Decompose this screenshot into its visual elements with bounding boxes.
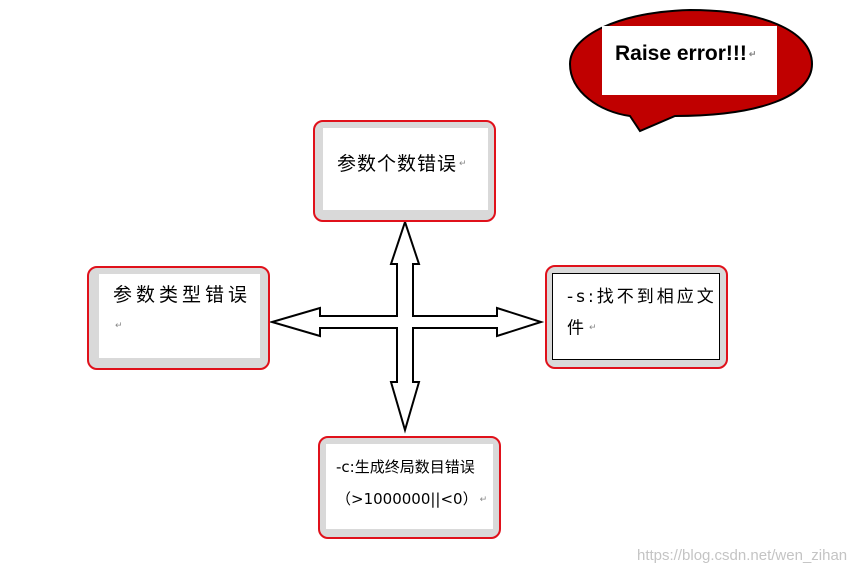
node-endgame-count-error: -c:生成终局数目错误（>1000000||<0）↵ (318, 436, 501, 539)
paragraph-mark-icon: ↵ (479, 494, 488, 505)
paragraph-mark-icon: ↵ (589, 323, 600, 333)
node-label-text: 参数类型错误 (113, 284, 252, 306)
speech-bubble (568, 8, 814, 133)
node-label-text: -c:生成终局数目错误（>1000000||<0） (336, 458, 478, 508)
node-label: 参数类型错误 ↵ (113, 280, 263, 342)
four-way-arrow (268, 218, 545, 434)
node-label: 参数个数错误↵ (337, 148, 468, 181)
paragraph-mark-icon: ↵ (459, 159, 468, 169)
paragraph-mark-icon: ↵ (115, 321, 127, 331)
bubble-label-text: Raise error!!! (615, 42, 747, 65)
bubble-label: Raise error!!!↵ (615, 42, 756, 66)
node-argument-count-error: 参数个数错误↵ (313, 120, 496, 222)
node-argument-type-error: 参数类型错误 ↵ (87, 266, 270, 370)
node-inner (323, 128, 488, 210)
node-file-not-found: -s:找不到相应文件↵ (545, 265, 728, 369)
node-inner (552, 273, 720, 360)
node-label-text: 参数个数错误 (337, 153, 458, 175)
watermark: https://blog.csdn.net/wen_zihan (637, 547, 848, 564)
speech-bubble-inner (602, 26, 777, 95)
node-label: -s:找不到相应文件↵ (567, 282, 717, 345)
node-inner (99, 274, 260, 358)
paragraph-mark-icon: ↵ (748, 48, 757, 59)
node-label-text: -s:找不到相应文件 (567, 287, 717, 339)
node-label: -c:生成终局数目错误（>1000000||<0）↵ (336, 451, 501, 516)
node-inner (326, 444, 493, 529)
